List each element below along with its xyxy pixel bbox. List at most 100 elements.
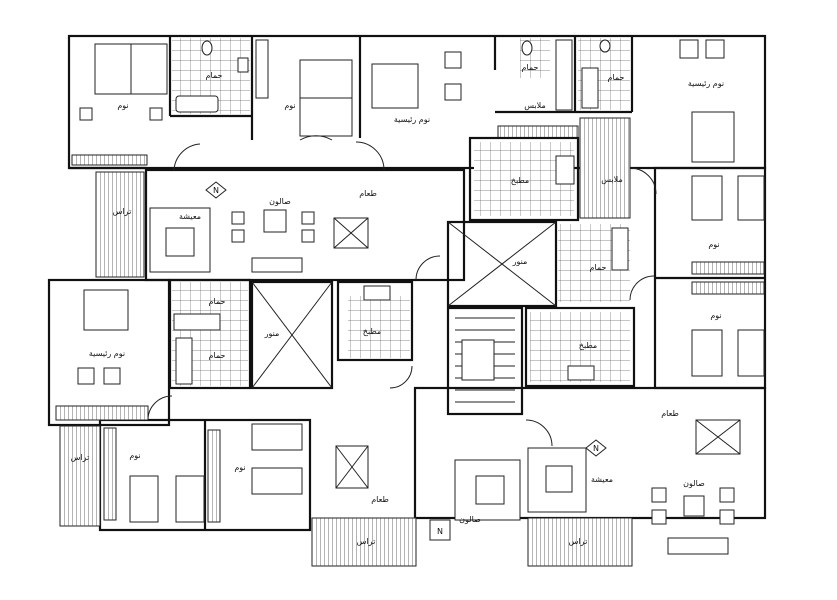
room-label-bathroom: حمام	[608, 73, 625, 82]
room-label-master-bedroom: نوم رئيسية	[89, 349, 125, 358]
bed-double	[83, 289, 129, 331]
room-label-shaft: منور	[264, 329, 280, 338]
chair-icon	[719, 509, 735, 525]
terrace	[527, 517, 633, 567]
terrace	[95, 171, 145, 278]
terrace	[311, 517, 417, 567]
toilet-icon	[599, 39, 611, 53]
armchair-icon	[444, 51, 462, 69]
stove-icon	[567, 365, 595, 381]
room-label-shaft: منور	[512, 257, 528, 266]
room-label-bathroom: حمام	[590, 263, 607, 272]
coffee-table	[165, 227, 195, 257]
room-label-bedroom: نوم	[710, 311, 721, 320]
chair-icon	[651, 509, 667, 525]
east-bedrooms: نوم نوم	[655, 175, 765, 377]
room-label-bedroom: نوم	[708, 240, 719, 249]
room-label-dining: طعام	[661, 409, 679, 418]
chair-icon	[651, 487, 667, 503]
room-label-bathroom: حمام	[209, 297, 226, 306]
bed-double	[371, 63, 419, 109]
compass-icon	[429, 519, 451, 541]
bathtub-icon	[175, 95, 219, 113]
sink-icon	[237, 57, 249, 73]
room-label-salon: صالون	[269, 197, 291, 206]
armchair-icon	[705, 39, 725, 59]
southeast-apartment: معيشة N طعام صالون تراس	[527, 409, 741, 567]
wardrobe	[55, 405, 149, 421]
chair-icon	[231, 211, 245, 225]
bathtub-icon	[175, 337, 193, 385]
room-label-dining: طعام	[359, 189, 377, 198]
compass-mark: N	[437, 527, 443, 536]
compass-icon	[585, 439, 607, 457]
bathtub-icon	[581, 67, 599, 109]
chair-icon	[231, 229, 245, 243]
stove-icon	[555, 155, 575, 185]
room-label-master-bedroom: نوم رئيسية	[688, 79, 724, 88]
room-label-bedroom: نوم	[284, 101, 295, 110]
room-label-kitchen: مطبخ	[579, 341, 597, 350]
toilet-icon	[521, 40, 533, 56]
wardrobe	[71, 154, 148, 166]
room-label-salon: صالون	[683, 479, 705, 488]
toilet-icon	[201, 40, 213, 56]
bed-single	[129, 475, 159, 523]
wardrobe	[255, 39, 269, 99]
room-label-bathroom: حمام	[206, 71, 223, 80]
sofa	[251, 257, 303, 273]
room-label-bedroom: نوم	[117, 101, 128, 110]
north-rooms: نوم حمام نوم نوم رئيسية حمام ملابس حمام	[71, 36, 735, 166]
room-label-bathroom: حمام	[522, 63, 539, 72]
compass-mark: N	[593, 444, 599, 453]
northwest-living: تراس معيشة صالون طعام N	[95, 171, 377, 278]
chair-icon	[79, 107, 93, 121]
bed-single	[737, 175, 765, 221]
compass-icon	[205, 181, 227, 199]
wardrobe	[497, 125, 579, 139]
wardrobe	[207, 429, 221, 523]
bed-single	[251, 467, 303, 495]
room-label-bathroom: حمام	[209, 351, 226, 360]
chair-icon	[719, 487, 735, 503]
armchair-icon	[679, 39, 699, 59]
stove-icon	[363, 285, 391, 301]
bathtub-icon	[555, 39, 573, 111]
wardrobe	[691, 261, 765, 275]
terrace	[59, 425, 101, 527]
armchair-icon	[444, 83, 462, 101]
room-label-kitchen: مطبخ	[363, 327, 381, 336]
room-label-terrace: تراس	[357, 537, 376, 546]
chair-icon	[149, 107, 163, 121]
wardrobe	[579, 117, 631, 219]
bed-single	[691, 329, 723, 377]
bed-single	[175, 475, 205, 523]
bathtub-icon	[173, 313, 221, 331]
door-swings	[147, 141, 657, 447]
room-label-terrace: تراس	[71, 453, 90, 462]
room-label-master-bedroom: نوم رئيسية	[394, 115, 430, 124]
room-label-terrace: تراس	[569, 537, 588, 546]
room-label-kitchen: مطبخ	[511, 176, 529, 185]
room-label-terrace: تراس	[113, 207, 132, 216]
coffee-table	[545, 465, 573, 493]
armchair-icon	[103, 367, 121, 385]
room-label-dining: طعام	[371, 495, 389, 504]
wardrobe	[691, 281, 765, 295]
bathtub-icon	[611, 227, 629, 271]
bed-single	[737, 329, 765, 377]
room-label-bedroom: نوم	[234, 463, 245, 472]
coffee-table	[475, 475, 505, 505]
southwest-rooms: تراس نوم نوم	[59, 420, 303, 530]
compass-mark: N	[213, 186, 219, 195]
bed-single	[691, 175, 723, 221]
table	[263, 209, 287, 233]
armchair-icon	[77, 367, 95, 385]
bed-single	[251, 423, 303, 451]
west-apartment: نوم رئيسية حمام حمام منور مطبخ	[55, 278, 414, 421]
room-label-laundry: ملابس	[524, 101, 545, 110]
kitchen-tiles	[348, 296, 410, 358]
room-label-living: معيشة	[591, 475, 613, 484]
south-rooms: طعام صالون تراس N	[311, 445, 521, 567]
